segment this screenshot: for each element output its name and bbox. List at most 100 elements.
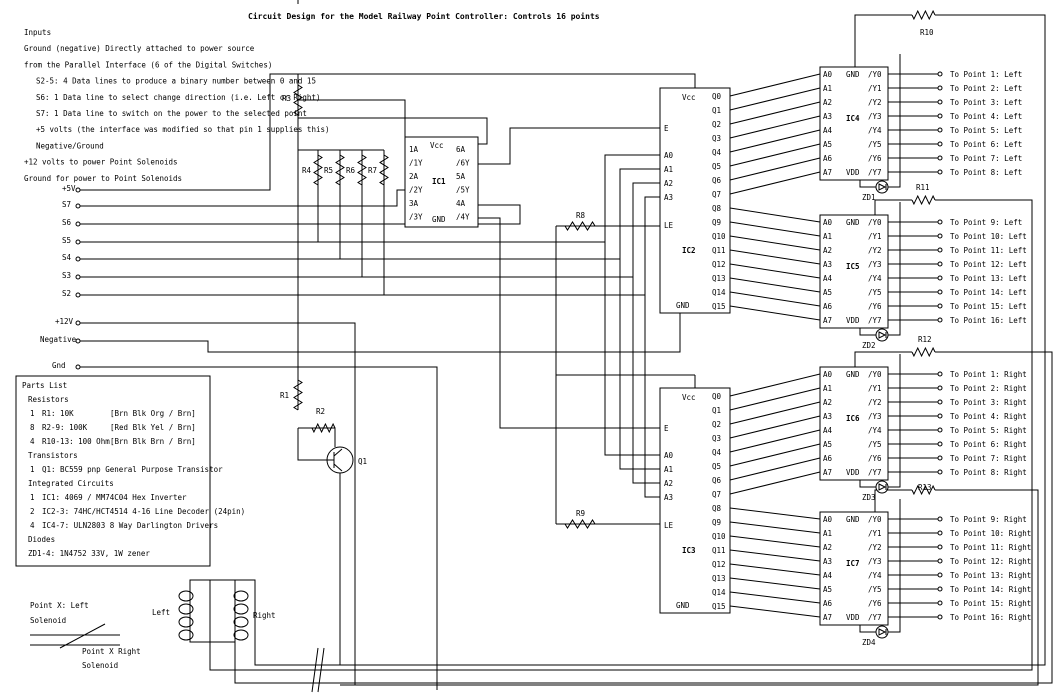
resistor-symbol bbox=[564, 519, 596, 529]
driver-input-pin: A2 bbox=[823, 398, 832, 407]
driver-input-pin: A3 bbox=[823, 412, 832, 421]
resistor-label: R7 bbox=[368, 166, 377, 175]
transistor-label: Q1 bbox=[358, 457, 367, 466]
decoder-output-pin: Q15 bbox=[712, 302, 726, 311]
decoder-output-pin: Q14 bbox=[712, 588, 726, 597]
resistor-symbol bbox=[293, 379, 303, 411]
driver-input-pin: A5 bbox=[823, 140, 832, 149]
zener-label: ZD1 bbox=[862, 193, 876, 202]
output-node bbox=[937, 169, 943, 175]
driver-input-pin: A6 bbox=[823, 454, 833, 463]
parts-qty: 4 bbox=[30, 521, 35, 530]
output-node bbox=[937, 317, 943, 323]
terminal-label: Negative bbox=[40, 335, 77, 344]
driver-input-pin: A5 bbox=[823, 288, 832, 297]
parts-code: [Brn Blk Brn / Brn] bbox=[110, 437, 196, 446]
decoder-output-pin: Q8 bbox=[712, 504, 722, 513]
decoder-pin: GND bbox=[676, 301, 690, 310]
driver-input-pin: A3 bbox=[823, 557, 832, 566]
resistor-label: R4 bbox=[302, 166, 312, 175]
decoder-driver-wire bbox=[729, 373, 821, 397]
wiring bbox=[78, 14, 1053, 690]
parts-item: IC2-3: 74HC/HCT4514 4-16 Line Decoder (2… bbox=[42, 507, 245, 516]
terminal-node bbox=[75, 239, 81, 245]
point-label: To Point 6: Right bbox=[950, 440, 1027, 449]
driver-output-pin: /Y4 bbox=[868, 426, 882, 435]
point-label: To Point 16: Left bbox=[950, 316, 1027, 325]
decoder-driver-wire bbox=[729, 221, 821, 237]
decoder-driver-wire bbox=[729, 507, 821, 520]
driver-output-pin: /Y3 bbox=[868, 557, 882, 566]
legend-left-sub: Solenoid bbox=[30, 616, 66, 625]
legend-right-title: Point X Right bbox=[82, 647, 141, 656]
output-node bbox=[937, 71, 943, 77]
coil-left bbox=[178, 629, 194, 641]
output-node bbox=[937, 530, 943, 536]
decoder-driver-wire bbox=[729, 471, 821, 495]
driver-name: IC7 bbox=[846, 559, 860, 568]
ic1-pin: /1Y bbox=[409, 159, 423, 168]
driver-output-pin: /Y0 bbox=[868, 515, 882, 524]
resistor-symbol bbox=[911, 346, 936, 358]
decoder-output-pin: Q15 bbox=[712, 602, 726, 611]
point-label: To Point 3: Right bbox=[950, 398, 1027, 407]
driver-input-pin: A7 bbox=[823, 316, 832, 325]
decoder-output-pin: Q14 bbox=[712, 288, 726, 297]
decoder-driver-wire bbox=[729, 605, 821, 618]
ic1-pin: /5Y bbox=[456, 186, 470, 195]
point-symbol bbox=[30, 623, 120, 649]
driver-output-pin: /Y0 bbox=[868, 370, 882, 379]
note-line: Negative/Ground bbox=[36, 141, 104, 150]
decoder-output-pin: Q10 bbox=[712, 532, 726, 541]
ic1-pin: 1A bbox=[409, 145, 419, 154]
output-node bbox=[937, 572, 943, 578]
terminal-node bbox=[75, 338, 81, 344]
decoder-pin: A2 bbox=[664, 179, 673, 188]
decoder-output-pin: Q0 bbox=[712, 392, 722, 401]
output-node bbox=[937, 155, 943, 161]
driver-output-pin: /Y2 bbox=[868, 543, 882, 552]
output-node bbox=[937, 455, 943, 461]
coil-left bbox=[178, 603, 194, 615]
output-node bbox=[937, 85, 943, 91]
output-node bbox=[937, 586, 943, 592]
ic1-pin: /3Y bbox=[409, 213, 423, 222]
point-label: To Point 16: Right bbox=[950, 613, 1031, 622]
decoder-output-pin: Q1 bbox=[712, 406, 721, 415]
driver-output-pin: /Y1 bbox=[868, 384, 882, 393]
resistor-label: R9 bbox=[576, 509, 585, 518]
output-node bbox=[937, 261, 943, 267]
driver-input-pin: A0 bbox=[823, 515, 833, 524]
decoder-driver-wire bbox=[729, 549, 821, 562]
decoder-driver-wire bbox=[729, 521, 821, 534]
zener-wire bbox=[859, 54, 901, 188]
driver-body bbox=[819, 66, 889, 181]
parts-heading: Parts List bbox=[22, 381, 67, 390]
driver-input-pin: A3 bbox=[823, 260, 832, 269]
output-node bbox=[937, 233, 943, 239]
parts-qty: 1 bbox=[30, 493, 35, 502]
parts-category: Transistors bbox=[28, 451, 78, 460]
ic1-pin: 3A bbox=[409, 199, 419, 208]
driver-output-pin: /Y0 bbox=[868, 218, 882, 227]
ic1-gnd: GND bbox=[432, 215, 446, 224]
point-label: To Point 15: Left bbox=[950, 302, 1027, 311]
point-label: To Point 1: Right bbox=[950, 370, 1027, 379]
ic1-pin: /4Y bbox=[456, 213, 470, 222]
driver-output-pin: /Y2 bbox=[868, 246, 882, 255]
coil-left bbox=[178, 616, 194, 628]
zener-glyph bbox=[878, 483, 887, 491]
zener-label: ZD2 bbox=[862, 341, 876, 350]
zener-wire bbox=[859, 202, 901, 336]
driver-input-pin: A7 bbox=[823, 613, 832, 622]
output-node bbox=[937, 427, 943, 433]
decoder-output-pin: Q5 bbox=[712, 162, 721, 171]
driver-input-pin: A1 bbox=[823, 529, 832, 538]
driver-input-pin: A7 bbox=[823, 168, 832, 177]
decoder-pin: A1 bbox=[664, 165, 673, 174]
point-label: To Point 8: Left bbox=[950, 168, 1022, 177]
driver-output-pin: /Y2 bbox=[868, 398, 882, 407]
driver-vdd: VDD bbox=[846, 316, 860, 325]
